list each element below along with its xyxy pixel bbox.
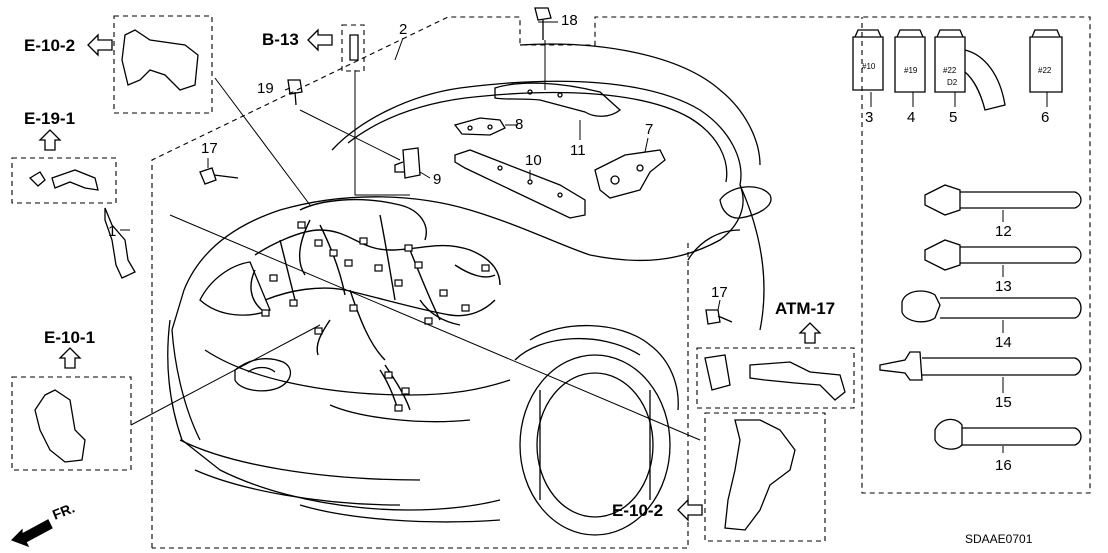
callout-9: 9 [433,171,442,188]
callout-4: 4 [907,109,916,126]
callout-1: 1 [108,223,117,240]
callout-18: 18 [561,12,578,29]
callout-15: 15 [995,394,1012,411]
part-9-clip [394,147,421,179]
parts-3-6-connectors [852,29,1063,111]
ref-b-13: B-13 [262,30,299,49]
part-8-bracket [453,117,506,136]
callout-11: 11 [570,142,586,159]
harness-connectors [261,221,490,412]
callout-6: 6 [1041,109,1050,126]
callout-12: 12 [995,223,1012,240]
part-11-bracket [494,82,622,117]
wire-harness [250,198,501,411]
bolts [199,7,733,325]
car-body-outline [167,43,772,536]
callout-3: 3 [865,109,874,126]
tag-part-5-d2: D2 [947,78,958,87]
callout-13: 13 [995,278,1012,295]
callout-8: 8 [515,116,524,133]
dashed-group-frames [11,15,1091,549]
callout-2: 2 [399,21,408,38]
tag-part-5: #22 [943,66,957,75]
ref-e-19-1: E-19-1 [24,109,76,128]
callout-7: 7 [645,121,654,138]
callout-19: 19 [257,80,274,97]
ref-e-10-2-top: E-10-2 [24,36,76,55]
ref-atm-17: ATM-17 [775,299,836,318]
reference-arrows [38,28,822,522]
ref-e-10-2-bottom: E-10-2 [612,501,664,520]
callout-10: 10 [525,152,542,169]
part-7-bracket [594,149,666,199]
callout-5: 5 [949,109,958,126]
callout-ticks [207,21,1048,453]
tag-part-4: #19 [904,66,918,75]
leader-lines [120,40,701,441]
tag-part-3: #10 [862,62,876,71]
ref-e-10-1: E-10-1 [44,328,96,347]
callout-14: 14 [995,334,1012,351]
cable-ties [879,184,1082,450]
tag-part-6: #22 [1038,66,1052,75]
callout-16: 16 [995,457,1012,474]
callout-17-top: 17 [201,140,218,157]
small-brackets [28,29,846,531]
front-arrow [10,519,53,548]
drawing-code: SDAAE0701 [965,532,1033,546]
callout-17-right: 17 [711,284,728,301]
part-10-rail [454,149,586,219]
